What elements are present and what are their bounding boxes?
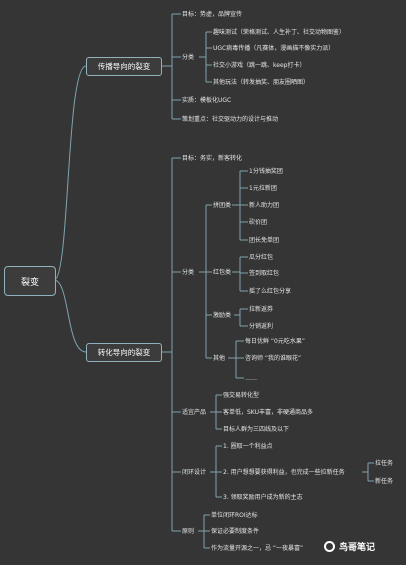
b1-goal: 目标：势虚，品牌宣传 <box>182 11 243 18</box>
pintuan-item-3: 新人助力团 <box>249 202 280 209</box>
b2-goal: 目标：务实，新客转化 <box>182 155 243 162</box>
branch-communication-fission[interactable]: 传播导向的裂变 <box>86 57 162 76</box>
watermark: 鸟哥笔记 <box>324 535 404 557</box>
root-node[interactable]: 裂变 <box>4 266 56 296</box>
watermark-text: 鸟哥笔记 <box>339 542 376 553</box>
hongbao-item-2: 签到取红包 <box>249 270 280 277</box>
loop-step-1: 1. 圈取一个利益点 <box>223 443 273 450</box>
loop-step-3: 3. 领取奖励用户成为新的主志 <box>223 494 303 501</box>
hongbao-item-1: 瓜分红包 <box>249 254 274 261</box>
jiangli-item-1: 拉新返券 <box>249 306 274 313</box>
group-qita-label: 其他 <box>213 355 226 362</box>
products-label: 适宜产品 <box>182 409 207 416</box>
products-item-3: 目标人群为三四线及以下 <box>223 426 290 433</box>
wechat-icon <box>324 540 335 552</box>
branch-conversion-fission[interactable]: 转化导向的裂变 <box>86 343 162 362</box>
b1-category: 分类 <box>182 54 195 61</box>
b1-item-4: 其他玩法（转发抽奖、朋友圈晒图） <box>213 79 310 86</box>
products-item-2: 客单低，SKU丰富，非硬通商品多 <box>223 409 313 416</box>
b1-item-1: 趣味测试（荣格测试、人生补丁、社交动物图鉴） <box>213 29 346 36</box>
qita-item-1: 每日优鲜 “0元吃水果” <box>245 338 305 345</box>
b1-focus: 策划重点：社交驱动力的设计与推动 <box>182 116 279 123</box>
loop-task-2: 新任务 <box>375 478 394 485</box>
b1-essence: 实质：模板化UGC <box>182 97 232 104</box>
loop-label: 闭环设计 <box>182 469 207 476</box>
principles-item-2: 保证必要制度条件 <box>211 528 260 535</box>
hongbao-item-3: 摇了么红包分享 <box>249 288 292 295</box>
qita-item-3: …… <box>245 375 257 382</box>
b2-category: 分类 <box>182 269 195 276</box>
b1-item-3: 社交小游戏（跳一跳、keep打卡） <box>213 62 306 69</box>
loop-step-2: 2. 用户想想要获得利益，也完成一些拉新任务 <box>223 469 345 476</box>
group-hongbao-label: 红包类 <box>213 269 232 276</box>
group-pintuan-label: 拼团类 <box>213 202 232 209</box>
jiangli-item-2: 分销返利 <box>249 323 274 330</box>
pintuan-item-1: 1分钱抽奖团 <box>249 168 283 175</box>
products-item-1: 强交易转化型 <box>223 392 260 399</box>
principles-item-1: 单位闭环ROI达标 <box>211 512 258 519</box>
pintuan-item-5: 团长免单团 <box>249 237 280 244</box>
principles-label: 原则 <box>182 528 195 535</box>
qita-item-2: 咨询师 “我的谁眼花” <box>245 355 302 362</box>
b1-item-2: UGC病毒传播（凡赛体，漫画描不像实力派） <box>213 45 335 52</box>
loop-task-1: 拉任务 <box>375 460 394 467</box>
pintuan-item-4: 砍价团 <box>249 219 268 226</box>
group-jiangli-label: 激励类 <box>213 312 232 319</box>
pintuan-item-2: 1元拉新团 <box>249 185 277 192</box>
principles-item-3: 作为流量开源之一，忌 “一夜暴富” <box>211 545 304 552</box>
